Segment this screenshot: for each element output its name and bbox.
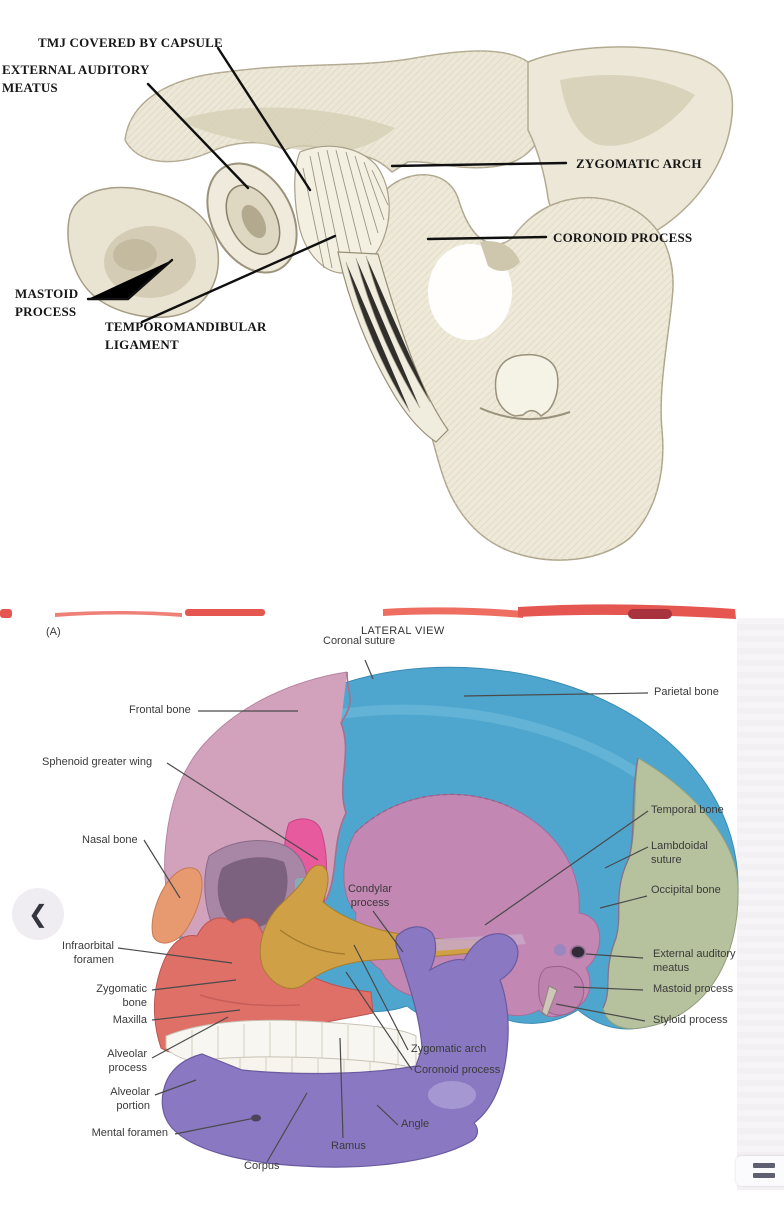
label-temporomandibular-ligament: TEMPOROMANDIBULAR LIGAMENT [105,319,267,352]
label-frontal-bone: Frontal bone [129,704,191,716]
red-stripe [0,604,736,619]
skull-drawing [0,604,739,1168]
chevron-left-icon: ❮ [27,900,49,928]
previous-slide-button[interactable]: ❮ [12,888,64,940]
label-corpus: Corpus [244,1160,280,1172]
label-coronal-suture: Coronal suture [323,635,396,647]
label-styloid-process: Styloid process [653,1014,728,1026]
view-title: LATERAL VIEW [361,625,445,637]
label-ramus: Ramus [331,1140,366,1152]
label-temporal-bone: Temporal bone [651,804,724,816]
label-tmj-capsule: TMJ COVERED BY CAPSULE [38,35,223,50]
tmj-drawing [67,46,734,561]
skull-figure: (A) LATERAL VIEW Coronal suture Parietal… [0,600,784,1220]
label-zygomatic-arch: Zygomatic arch [411,1043,487,1055]
label-maxilla: Maxilla [112,1014,147,1026]
label-condylar-process: Condylar process [347,883,393,909]
label-occipital-bone: Occipital bone [651,884,721,896]
label-lambdoidal-suture: Lambdoidal suture [651,840,708,866]
label-external-auditory-meatus: External auditory meatus [653,948,736,974]
list-menu-button[interactable] [736,1156,784,1186]
label-coronoid-process: Coronoid process [414,1064,501,1076]
label-alveolar-portion: Alveolar portion [110,1086,150,1112]
label-mastoid-process: MASTOID PROCESS [15,286,79,319]
label-parietal-bone: Parietal bone [654,686,719,698]
card-right-margin [737,618,784,1190]
label-mastoid-process: Mastoid process [653,983,734,995]
label-zygomatic-bone: Zygomatic bone [96,983,147,1009]
menu-bar-icon [753,1173,775,1178]
label-coronoid-process: CORONOID PROCESS [553,230,693,245]
figure-letter: (A) [46,626,61,638]
label-external-auditory-meatus: EXTERNAL AUDITORY MEATUS [2,62,150,95]
label-infraorbital-foramen: Infraorbital foramen [62,940,114,966]
menu-bar-icon [753,1163,775,1168]
label-angle: Angle [401,1118,430,1130]
label-sphenoid-greater-wing: Sphenoid greater wing [42,756,153,768]
tmj-figure: TMJ COVERED BY CAPSULE EXTERNAL AUDITORY… [0,0,784,600]
label-alveolar-process: Alveolar process [107,1048,147,1074]
label-zygomatic-arch: ZYGOMATIC ARCH [576,156,702,171]
label-mental-foramen: Mental foramen [91,1127,168,1139]
label-nasal-bone: Nasal bone [82,834,138,846]
